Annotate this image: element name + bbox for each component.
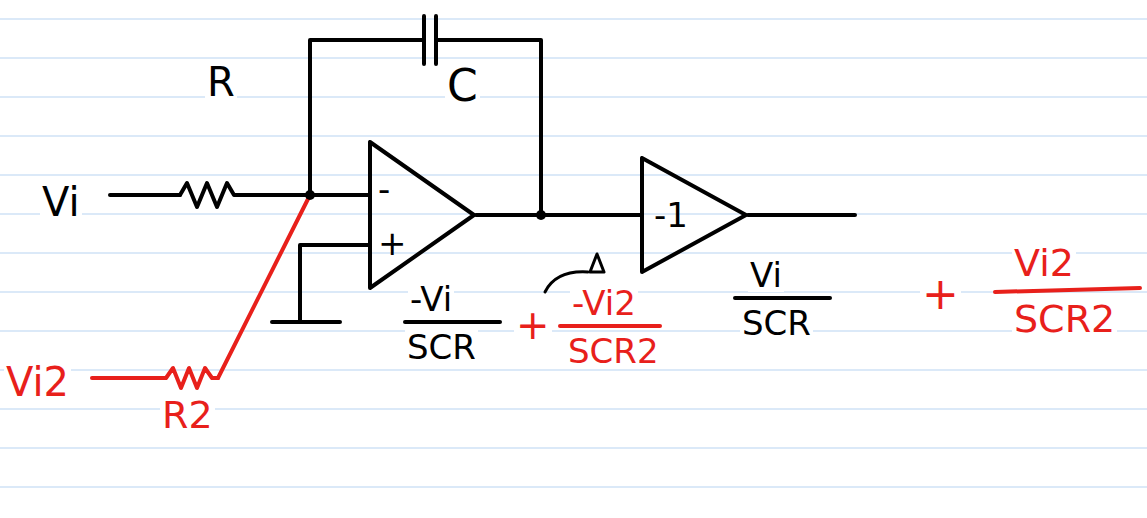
component-name: R	[205, 62, 237, 102]
formula-numerator: -Vi	[408, 282, 454, 316]
feedback-wire	[310, 40, 424, 195]
op-amp: -+	[368, 140, 476, 290]
resistor-symbol	[180, 183, 240, 207]
input-wire	[110, 193, 180, 197]
amp-label: +	[376, 226, 409, 260]
formula-denominator: SCR	[405, 330, 478, 364]
formula-denominator: SCR2	[1012, 300, 1117, 338]
input-wire	[218, 195, 310, 378]
formula-numerator: Vi	[748, 258, 784, 292]
feedback-wire	[436, 40, 541, 215]
formula-numerator: Vi2	[1012, 244, 1076, 282]
formula-operator: +	[920, 272, 961, 316]
amp-label: -	[376, 172, 392, 206]
formula-numerator: -Vi2	[570, 286, 638, 320]
ruled-lines	[0, 19, 1147, 487]
probe-arrow	[590, 254, 604, 272]
fraction-bar	[735, 296, 830, 300]
output-wire	[748, 213, 855, 217]
signal-name: Vi	[40, 182, 82, 222]
signal-wire	[476, 213, 640, 217]
fraction-bar	[995, 288, 1140, 292]
triangle-outline	[368, 140, 476, 290]
junction-dot	[305, 190, 315, 200]
input-wire	[240, 193, 368, 197]
input-wire	[92, 376, 160, 380]
ground-symbol	[272, 245, 368, 322]
component-name: C	[445, 64, 480, 108]
resistor-symbol	[160, 368, 218, 388]
component-name: R2	[160, 396, 215, 434]
inverter-amp: -1	[640, 156, 748, 274]
formula-denominator: SCR	[740, 306, 813, 340]
formula-operator: +	[514, 305, 552, 345]
signal-name: Vi2	[4, 362, 71, 402]
fraction-bar	[405, 320, 500, 324]
formula-denominator: SCR2	[566, 334, 661, 368]
amp-label: -1	[652, 198, 690, 232]
fraction-bar	[560, 324, 660, 328]
